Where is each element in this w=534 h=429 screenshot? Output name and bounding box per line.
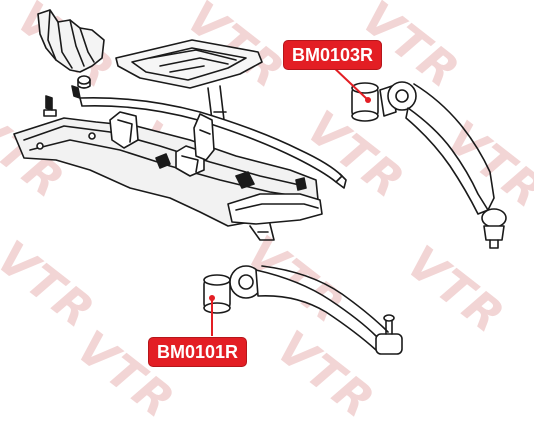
bolt <box>71 85 81 99</box>
upper-control-arm <box>351 81 507 249</box>
lower-control-arm <box>203 265 403 355</box>
leader-dot-upper <box>365 97 371 103</box>
leader-line-upper <box>329 63 369 101</box>
leader-lines <box>211 63 369 336</box>
suspension-drawing <box>13 9 507 355</box>
mount-bracket <box>193 113 215 161</box>
sway-bar <box>79 96 347 189</box>
skid-plate <box>115 39 263 125</box>
subframe <box>13 111 323 241</box>
part-label-upper[interactable]: BM0103R <box>283 40 383 70</box>
heat-shield <box>37 9 105 89</box>
bolt <box>43 95 57 117</box>
part-label-lower[interactable]: BM0101R <box>148 337 248 367</box>
leader-dot-lower <box>209 295 215 301</box>
